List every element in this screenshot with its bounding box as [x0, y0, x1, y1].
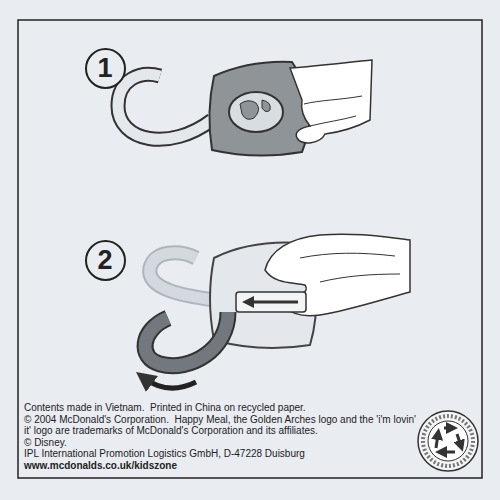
- step-two-figure: [144, 234, 410, 388]
- turn-arrow: [144, 378, 196, 388]
- legal-note: IPL International Promotion Logistics Gm…: [24, 448, 416, 460]
- hook: [145, 312, 228, 366]
- finger-lines: [300, 253, 400, 282]
- legal-note: © Disney.: [24, 437, 416, 449]
- page-frame: [18, 20, 482, 478]
- fine-print: Contents made in Vietnam. Printed in Chi…: [24, 402, 416, 471]
- step-number: 1: [85, 48, 126, 89]
- legal-note: © 2004 McDonald's Corporation. Happy Mea…: [24, 414, 416, 437]
- step-number-text: 2: [97, 247, 112, 274]
- globe-emblem: [229, 92, 283, 132]
- finger-lines: [304, 96, 362, 126]
- legal-note: Contents made in Vietnam. Printed in Chi…: [24, 402, 416, 414]
- recycling-mark: [418, 411, 478, 471]
- push-arrow: [248, 301, 298, 304]
- hand: [290, 60, 372, 143]
- step-number: 2: [85, 240, 126, 281]
- slider: [236, 292, 306, 312]
- hook-outline: [145, 312, 228, 366]
- step-number-text: 1: [97, 55, 112, 82]
- ghost-hook: [150, 253, 214, 300]
- globe-land: [240, 100, 270, 119]
- hook: [118, 74, 212, 139]
- step-one-figure: [118, 60, 372, 156]
- web-address: www.mcdonalds.co.uk/kidszone: [24, 460, 416, 472]
- hook-outline: [118, 74, 212, 139]
- ghost-hook-outline: [150, 253, 214, 300]
